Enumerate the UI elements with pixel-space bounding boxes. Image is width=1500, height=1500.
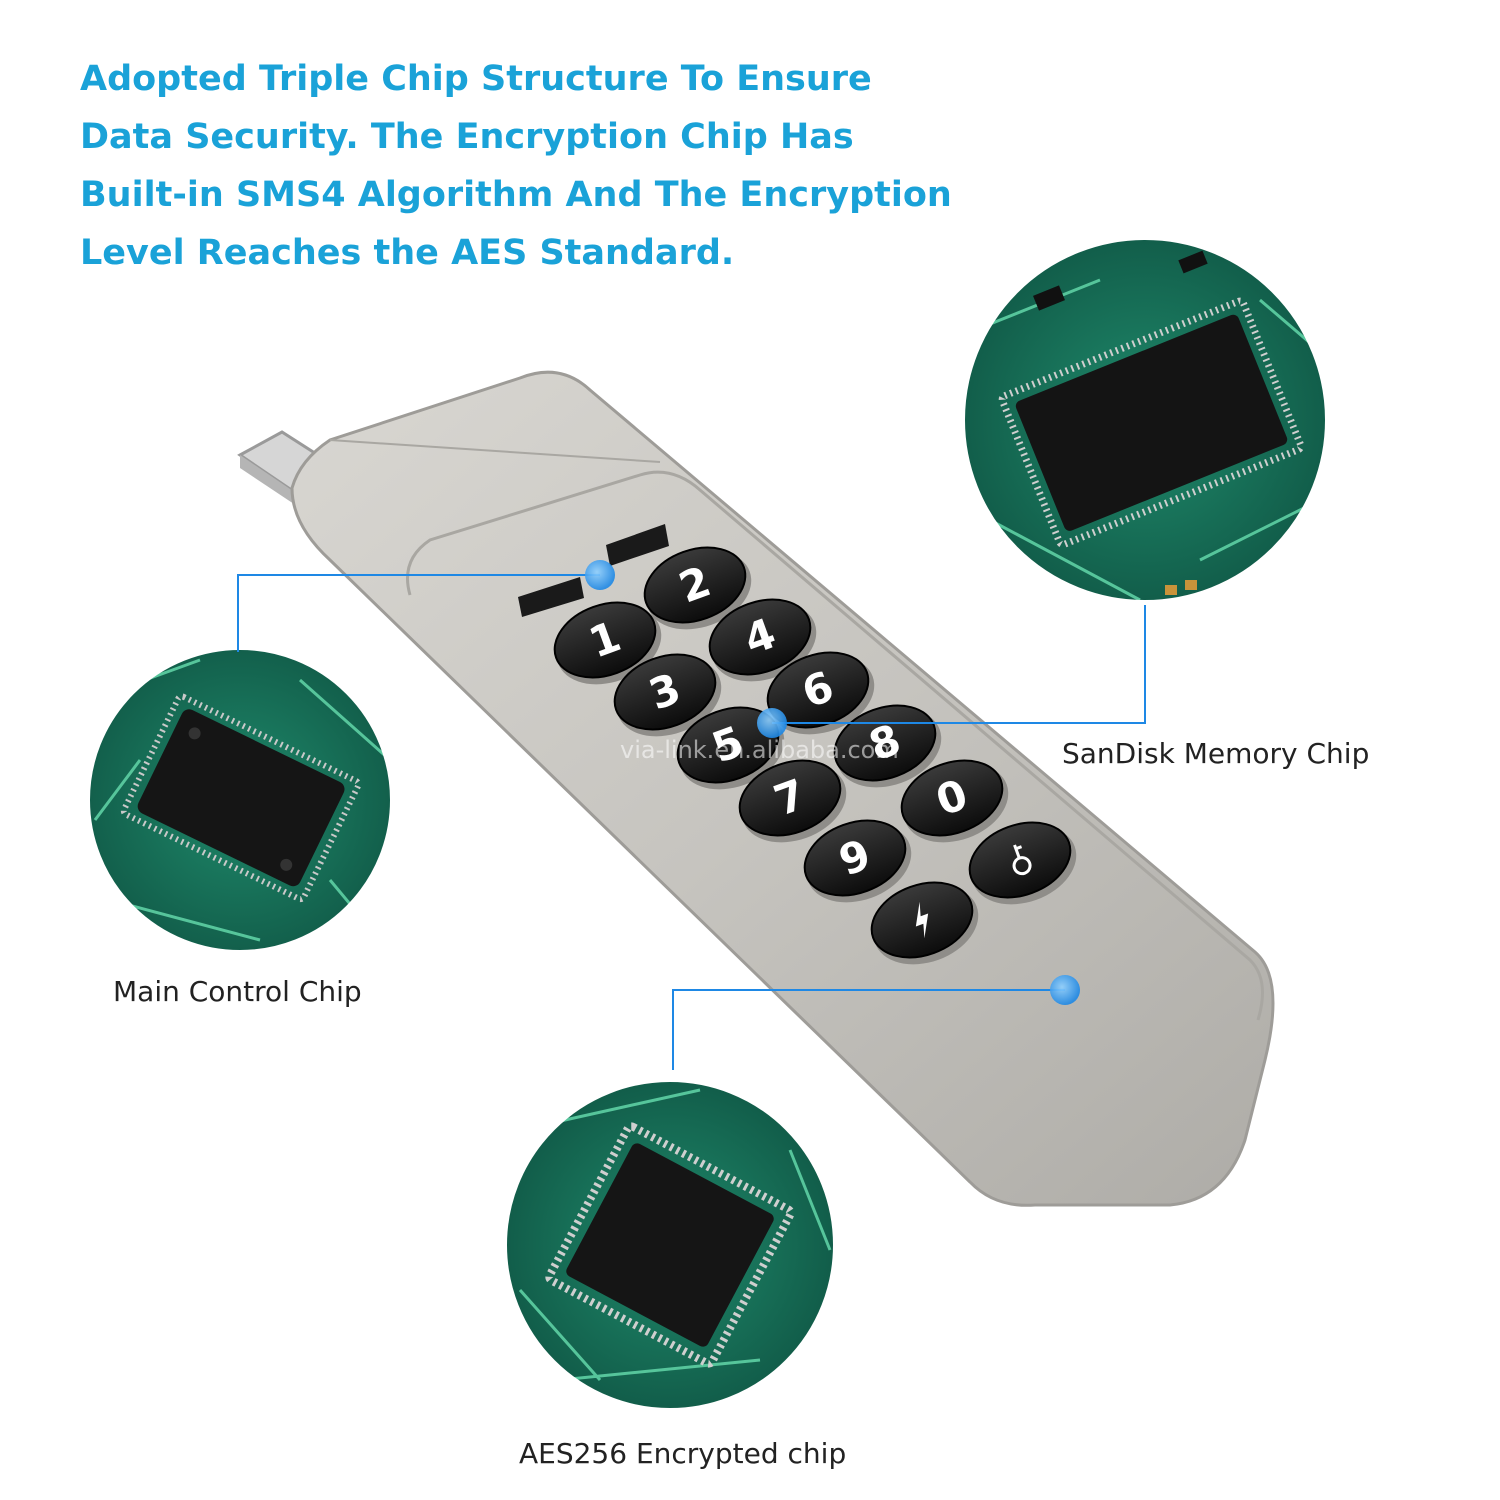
memory-chip [998,297,1305,548]
key-2[interactable]: 2 [634,533,762,643]
key-3[interactable]: 3 [604,640,732,750]
headline-line: Adopted Triple Chip Structure To Ensure [80,59,872,99]
encrypted-chip-label: AES256 Encrypted chip [519,1437,847,1470]
key-power[interactable] [861,868,989,978]
main-control-chip [120,693,362,903]
memory-chip-label: SanDisk Memory Chip [1062,737,1370,770]
headline-line: Level Reaches the AES Standard. [80,233,735,273]
key-7[interactable]: 7 [729,746,857,856]
encrypted-chip [545,1122,795,1368]
main-control-chip-magnifier [86,646,394,954]
key-4[interactable]: 4 [699,585,827,695]
key-icon [1012,844,1032,876]
watermark: via-link.en.alibaba.com [620,736,899,764]
status-led-windows [518,524,669,617]
key-8[interactable]: 8 [824,691,952,801]
lightning-icon [915,901,929,939]
callout-encrypted [672,975,1080,1070]
callout-main-control [237,560,615,652]
callout-memory [757,605,1146,738]
key-lock[interactable] [959,808,1087,918]
memory-chip-magnifier [961,236,1329,604]
key-9[interactable]: 9 [794,806,922,916]
key-1[interactable]: 1 [544,588,672,698]
main-control-chip-label: Main Control Chip [113,975,362,1008]
key-5[interactable]: 5 [667,693,795,803]
headline: Adopted Triple Chip Structure To Ensure … [80,50,952,282]
headline-line: Data Security. The Encryption Chip Has [80,117,854,157]
headline-line: Built-in SMS4 Algorithm And The Encrypti… [80,175,952,215]
key-6[interactable]: 6 [757,638,885,748]
key-0[interactable]: 0 [891,746,1019,856]
encrypted-chip-magnifier [503,1078,837,1412]
